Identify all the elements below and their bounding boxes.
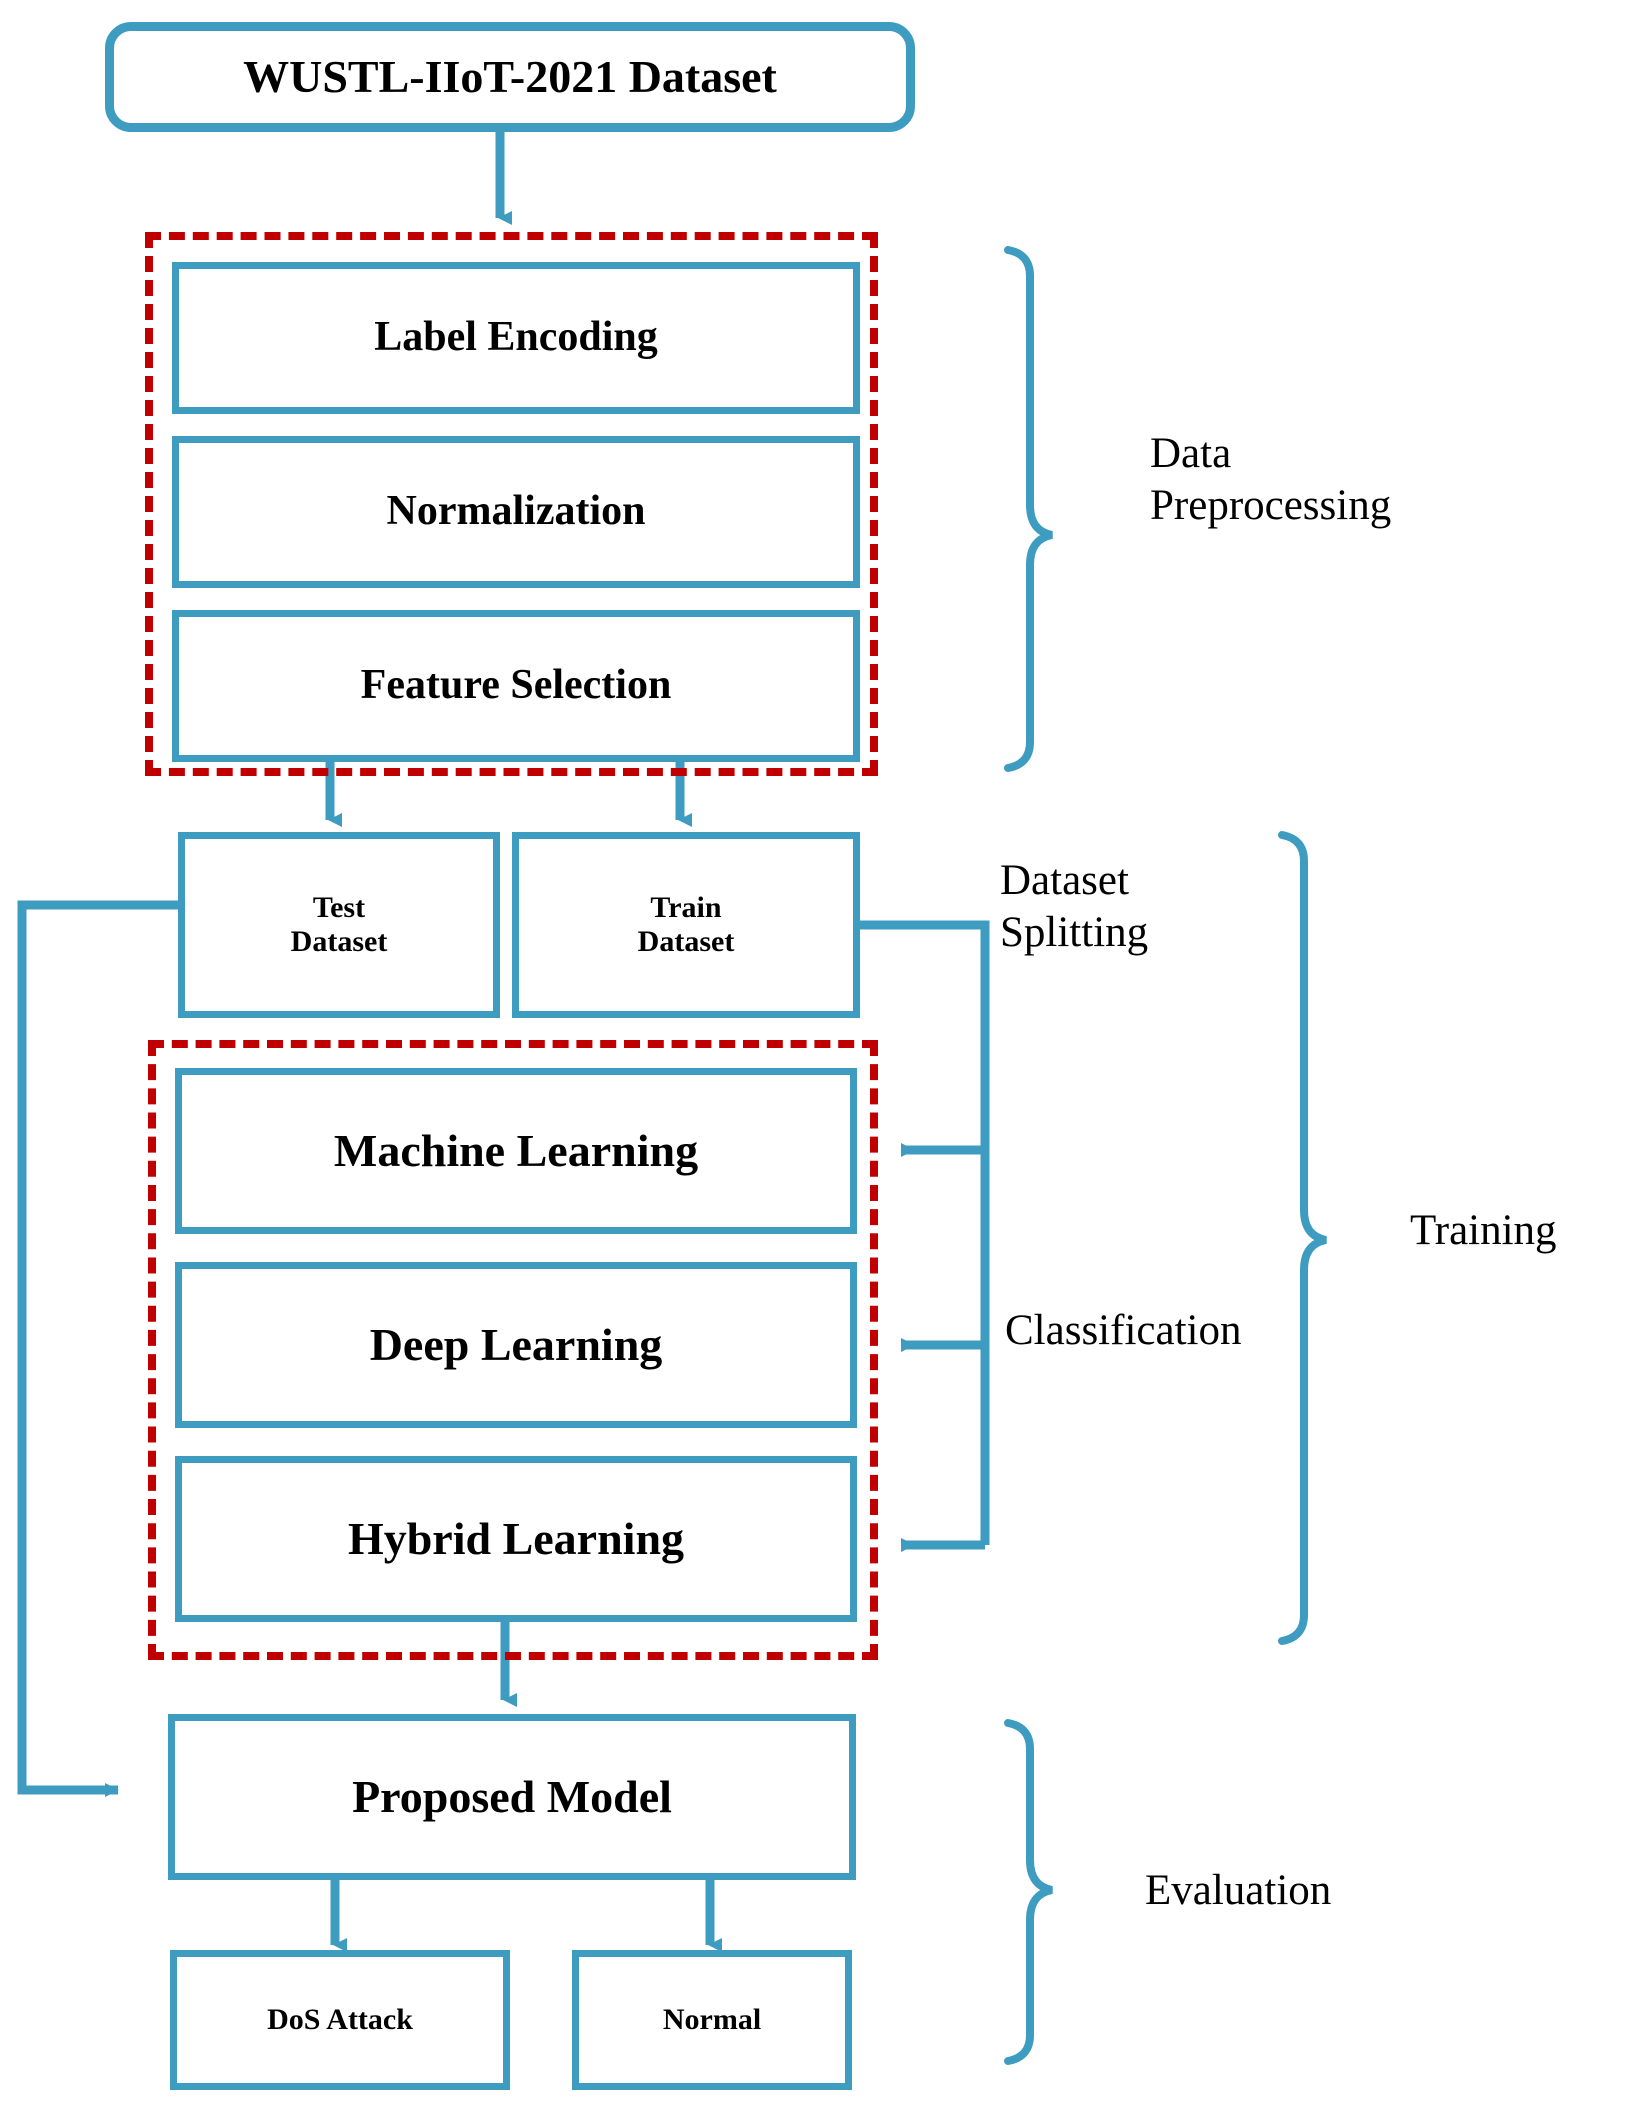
node-test-dataset-label: Test Dataset [290,891,388,958]
node-machine-learning-label: Machine Learning [333,1125,699,1177]
node-proposed-model[interactable]: Proposed Model [168,1714,856,1880]
label-training: Training [1410,1207,1557,1254]
group-preprocessing [145,232,878,776]
node-deep-learning-label: Deep Learning [369,1319,663,1371]
node-normal[interactable]: Normal [572,1950,852,2090]
node-label-encoding[interactable]: Label Encoding [172,262,860,414]
node-dos-attack-label: DoS Attack [267,2003,413,2037]
node-dataset[interactable]: WUSTL-IIoT-2021 Dataset [105,22,915,132]
node-label-encoding-label: Label Encoding [374,314,658,361]
node-dataset-label: WUSTL-IIoT-2021 Dataset [243,51,777,103]
node-normalization-label: Normalization [386,488,646,535]
node-feature-selection-label: Feature Selection [360,662,672,709]
node-proposed-model-label: Proposed Model [352,1771,672,1823]
label-classification: Classification [1005,1307,1242,1354]
node-deep-learning[interactable]: Deep Learning [175,1262,857,1428]
label-data-preprocessing: Data Preprocessing [1150,430,1392,530]
bracket-preprocessing [1004,246,1053,772]
label-evaluation: Evaluation [1145,1867,1332,1914]
label-dataset-splitting: Dataset Splitting [1000,857,1149,957]
node-normalization[interactable]: Normalization [172,436,860,588]
node-normal-label: Normal [662,2003,762,2037]
node-test-dataset[interactable]: Test Dataset [178,832,500,1018]
node-dos-attack[interactable]: DoS Attack [170,1950,510,2090]
node-machine-learning[interactable]: Machine Learning [175,1068,857,1234]
bracket-evaluation [1004,1719,1053,2065]
wire-train-rail-upper [860,920,990,1150]
node-hybrid-learning[interactable]: Hybrid Learning [175,1456,857,1622]
node-hybrid-learning-label: Hybrid Learning [347,1513,685,1565]
node-train-dataset-label: Train Dataset [637,891,735,958]
node-train-dataset[interactable]: Train Dataset [512,832,860,1018]
node-feature-selection[interactable]: Feature Selection [172,610,860,762]
